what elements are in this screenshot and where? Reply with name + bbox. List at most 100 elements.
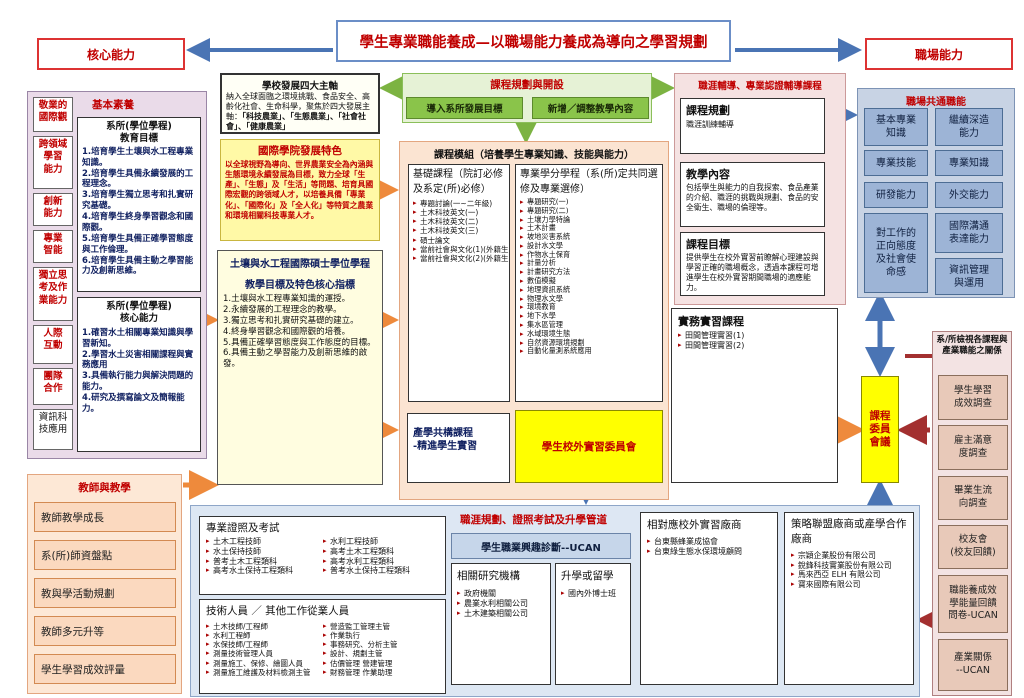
core-ability-item: 1.確習水土相關專業知識與學習新知。 [82,327,194,349]
guidance-goal-text: 提供學生在校外實習前瞭解心理建設與學習正確的職場概念，透過本課程可增進學生在校外… [686,253,819,293]
course-modules-title: 課程模組（培養學生專業知識、技能與能力） [434,150,634,161]
core-ability-item: 3.具備執行能力與解決問題的能力。 [82,371,194,393]
intern-vendors-list: 台東縣蜂業成協會台東綠生態水保環境顧問 [647,537,771,557]
course-committee-box[interactable]: 課程 委員 會議 [861,376,899,483]
common-competency-cell: 研發能力 [864,182,928,208]
specialized-course-item: 水域環境生態 [520,329,658,339]
dept-goal-item: 1.培育學生土壤與水工程專業知識。 [82,146,194,168]
adjust-content-label: 新增／調整教學內容 [547,104,634,115]
dept-goal-item: 6.培育學生具備主動之學習能力及創新思維。 [82,255,194,277]
common-competency-cell: 外交能力 [935,182,1003,208]
research-box: 相關研究機構 政府機關農業水利相關公司土木建築相關公司 [451,563,551,685]
specialized-course-item: 專題研究(二) [520,206,658,216]
guidance-goal-box: 課程目標 提供學生在校外實習前瞭解心理建設與學習正確的職場概念，透過本課程可增進… [680,232,825,296]
tech-staff-item: 營造監工管理主管 [323,622,398,631]
common-competency-cell: 專業知識 [935,150,1003,176]
guidance-content-box: 教學內容 包括學生與能力的自我探索、食品產業的介紹、職涯的挑戰與規劃、食品的安全… [680,162,825,227]
practice-courses-heading: 實務實習課程 [678,315,744,328]
intern-committee-box[interactable]: 學生校外實習委員會 [515,410,663,483]
dept-goals-list: 1.培育學生土壤與水工程專業知識。2.培育學生具備永續發展的工程理念。3.培育學… [82,147,196,278]
intl-features-text: 以全球視野為導向、世界農業安全為內涵與生態環境永續發展為目標，致力全球「生產」、… [225,160,374,220]
degree-program-title: 土壤與水工程國際碩士學位學程 [230,259,370,270]
common-competencies-title: 職場共通職能 [906,97,966,108]
survey-cell: 雇主滿意 度調查 [938,425,1008,470]
basic-course-item: 土木科技英文(一) [413,208,505,217]
exam-item: 土木工程技師 [206,537,293,547]
tech-staff-item: 事務研究、分析主管 [323,640,398,649]
specialized-course-item: 計畫研究方法 [520,267,658,277]
core-abilities-box: 系所(學位學程) 核心能力 1.確習水土相關專業知識與學習新知。2.學習水土災害… [77,297,201,452]
practice-courses-box: 實務實習課程 田間管理實習(1)田間管理實習(2) [671,308,838,483]
alliance-list: 宗穎企業股份有限公司銳鋒科技實業股份有限公司馬來西亞 ELH 有限公司寶來國際有… [791,551,907,589]
degree-program-item: 4.終身學習觀念和國際觀的培養。 [223,326,351,337]
core-competency-label: 核心能力 [37,38,185,70]
intern-vendors-title: 相對應校外實習廠商 [647,519,742,531]
degree-program-item: 6.具備主動之學習能力及創新思維的啟發。 [223,348,368,370]
core-ability-item: 4.研究及撰寫論文及簡報能力。 [82,393,185,414]
school-goals-body: 納入全球面臨之環境挑戰、食品安全、高齡化社會、生命科學，聚焦於四大發展主軸： [226,92,370,121]
specialized-course-item: 專題研究(一) [520,197,658,207]
adjust-content-button[interactable]: 新增／調整教學內容 [532,97,649,119]
tech-staff-item: 土木技師/工程師 [206,622,311,631]
survey-cell: 產業關係 --UCAN [938,639,1008,691]
teacher-item: 教與學活動規劃 [34,578,176,608]
guidance-content-title: 教學內容 [686,168,730,181]
specialized-courses-heading: 專業學分學程（系(所)定共同選修及專業選修） [520,169,658,195]
teachers-title: 教師與教學 [78,482,131,494]
specialized-course-item: 自動化量測系統應用 [520,346,658,356]
common-competency-cell: 基本專業 知識 [864,108,928,146]
practice-courses-list: 田間管理實習(1)田間管理實習(2) [678,331,831,351]
tech-staff-item: 測量技術管理人員 [206,649,311,658]
research-item: 農業水利相關公司 [457,599,545,609]
specialized-course-item: 物理水文學 [520,294,658,304]
guidance-goal-title: 課程目標 [686,238,730,251]
exam-item: 普考土木工程類科 [206,557,293,567]
teacher-item: 系(所)師資盤點 [34,540,176,570]
degree-program-item: 1.土壤與水工程專業知識的運授。 [223,294,351,304]
basic-course-item: 土木科技英文(三) [413,226,505,235]
guidance-plan-text: 職涯訓練輔導 [686,120,734,129]
tech-right-list: 營造監工管理主管作業執行事務研究、分析主管設計、規劃主管估價管理 營建管理財務管… [323,622,398,677]
alliance-item: 宗穎企業股份有限公司 [791,551,907,561]
alliance-item: 銳鋒科技實業股份有限公司 [791,561,907,571]
specialized-course-item: 自然資源環境規劃 [520,338,658,348]
basic-course-item: 當前社會與文化(1)(外籍生) [413,245,509,254]
tech-staff-item: 估價管理 營建管理 [323,659,398,668]
research-title: 相關研究機構 [457,570,520,582]
tech-staff-box: 技術人員 ／ 其他工作從業人員 土木技師/工程師水利工程師水保技師/工程師測量技… [199,599,446,694]
degree-program-item: 2.永續發展的工程理念的教學。 [223,304,342,315]
import-dept-goals-button[interactable]: 導入系所發展目標 [406,97,523,119]
basic-courses-heading: 基礎課程（院訂必修及系定(所)必修） [413,169,503,195]
degree-program-box: 土壤與水工程國際碩士學位學程 教學目標及特色核心指標 1.土壤與水工程專業知識的… [217,250,383,485]
import-dept-goals-label: 導入系所發展目標 [426,104,503,115]
dept-goal-item: 3.培育學生獨立思考和扎實研究基礎。 [82,190,194,212]
study-title: 升學或留學 [561,570,614,582]
basic-course-item: 土木科技英文(二) [413,217,505,226]
specialized-course-item: 地理資訊系統 [520,285,658,295]
common-competency-cell: 資訊管理 與運用 [935,258,1003,295]
specialized-course-item: 地下水學 [520,311,658,321]
basic-course-item: 當前社會與文化(2)(外籍生) [413,254,509,263]
dept-goal-item: 5.培育學生具備正確學習態度與工作倫理。 [82,233,194,255]
ucan-diagnosis-box[interactable]: 學生職業興趣診斷--UCAN [451,533,631,559]
guidance-content-text: 包括學生與能力的自我探索、食品產業的介紹、職涯的挑戰與規劃、食品的安全衛生、職場… [686,183,819,213]
specialized-course-item: 土木計畫 [520,224,658,233]
survey-cell: 學生學習 成效調查 [938,375,1008,420]
research-item: 土木建築相關公司 [457,609,545,619]
exam-left-list: 土木工程技師水土保持技師普考土木工程類科高考水土保持工程類科 [206,537,293,576]
exam-item: 水土保持技師 [206,547,293,557]
teacher-item: 學生學習成效評量 [34,654,176,684]
specialized-course-item: 環境教育 [520,303,658,312]
ucan-diagnosis-text: 學生職業興趣診斷--UCAN [481,542,601,554]
specialized-course-item: 計量分析 [520,259,658,268]
survey-cell: 校友會 (校友回饋) [938,525,1008,569]
workplace-competency-label: 職場能力 [865,38,1013,70]
practice-course-item: 田間管理實習(2) [678,341,831,351]
tech-staff-item: 財務管理 作業助理 [323,668,398,677]
specialized-courses-list: 專題研究(一)專題研究(二)土壤力學特論土木計畫坡地災害系統設計水文學作物水土保… [520,197,658,356]
specialized-courses-box: 專業學分學程（系(所)定共同選修及專業選修） 專題研究(一)專題研究(二)土壤力… [515,164,663,402]
specialized-course-item: 作物水土保育 [520,250,658,260]
degree-program-item: 3.獨立思考和扎實研究基礎的建立。 [223,315,359,326]
guidance-plan-title: 課程規劃 [686,104,730,117]
